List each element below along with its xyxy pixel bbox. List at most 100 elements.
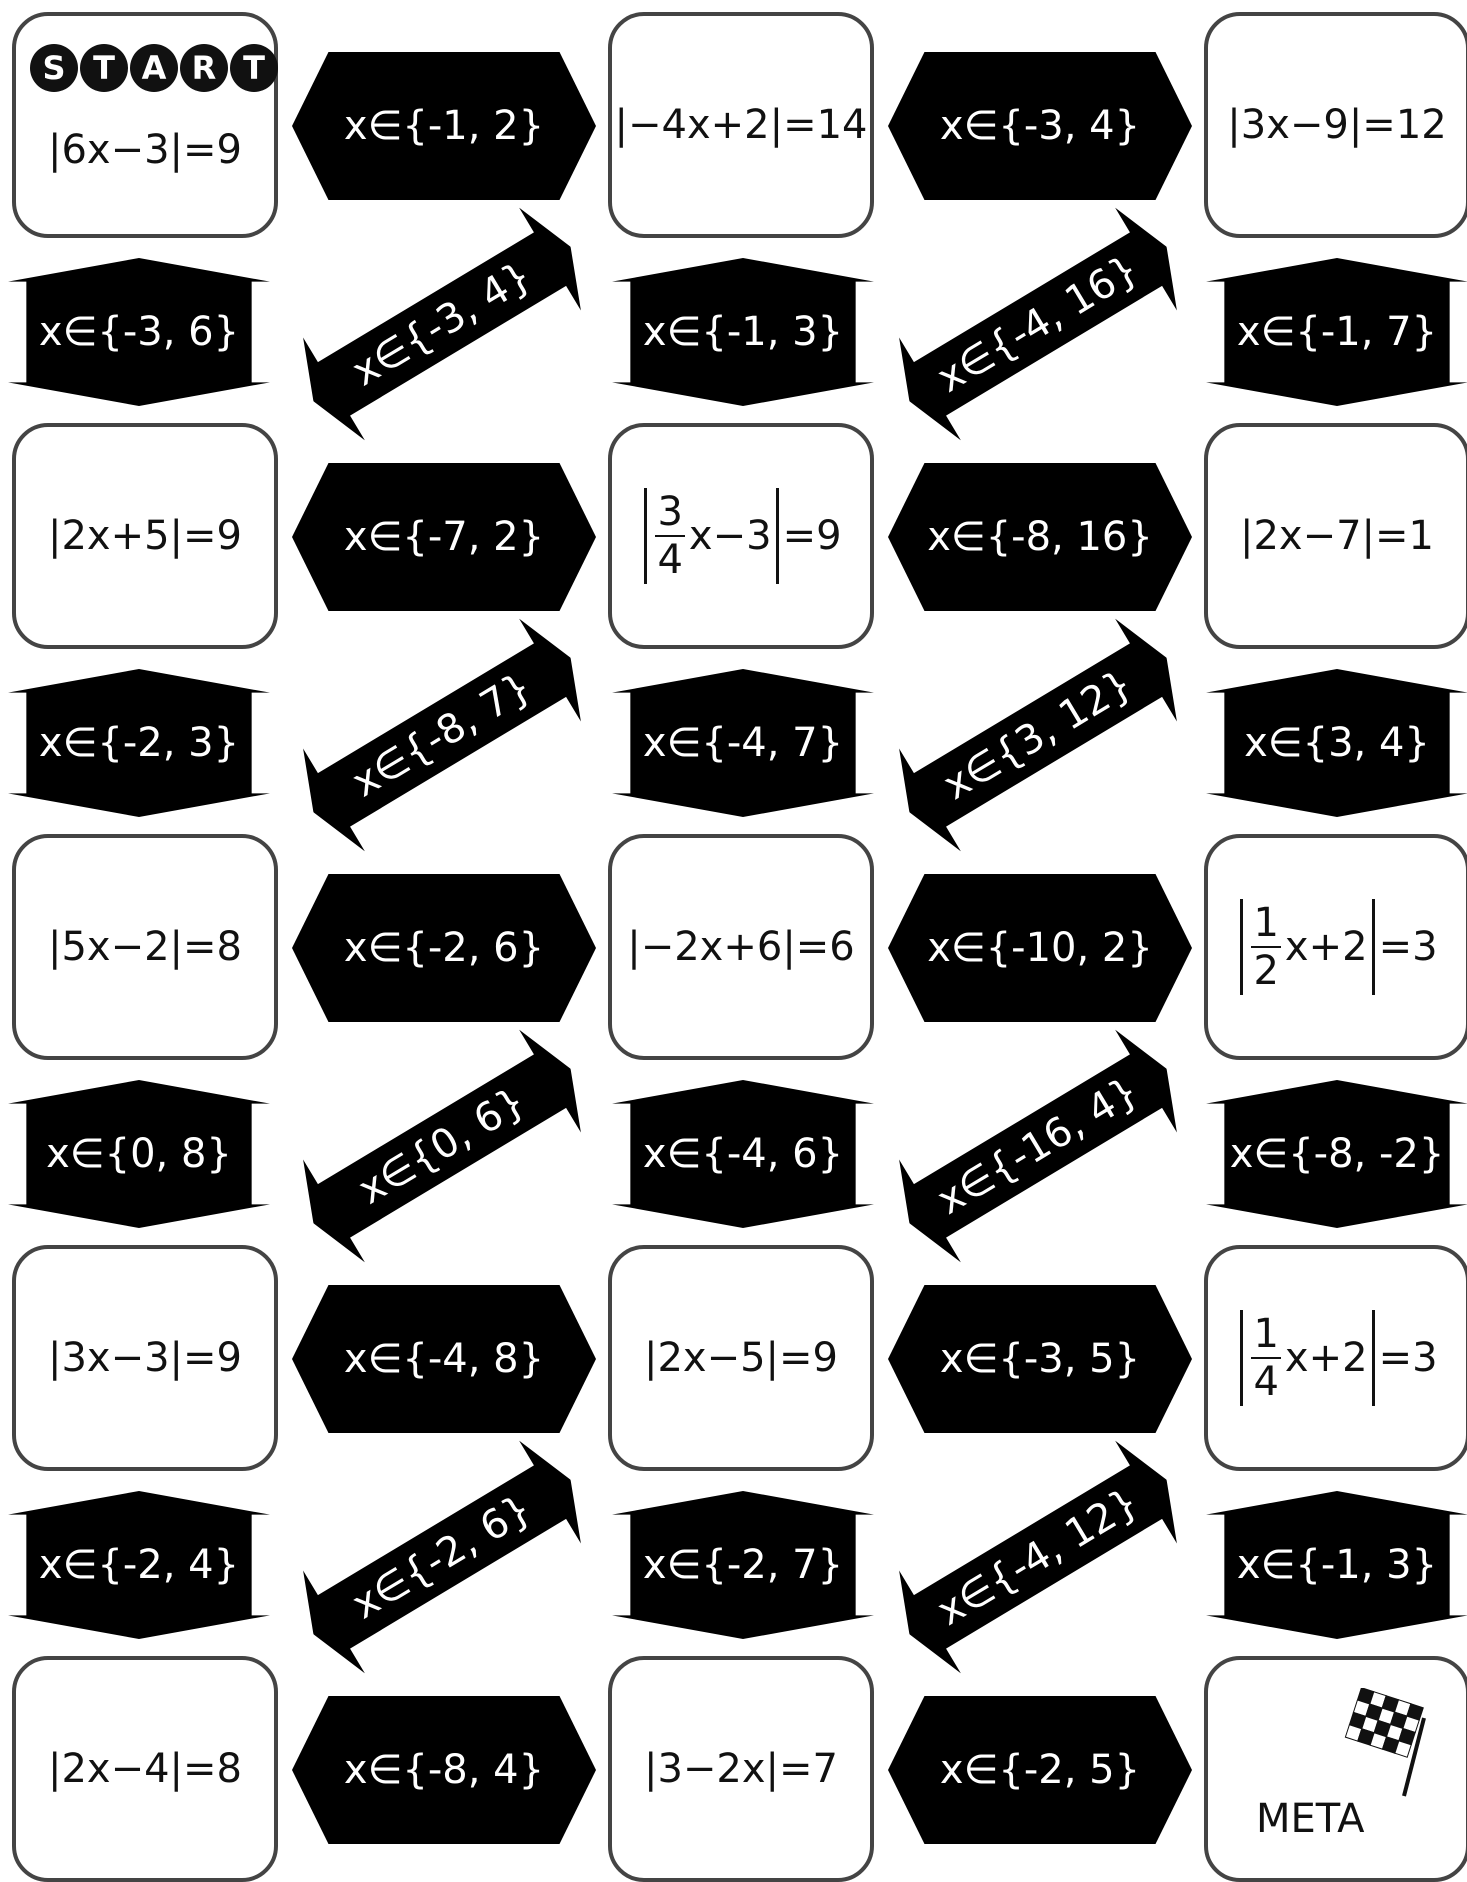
horizontal-arrow[interactable]: x∈{-2, 6} xyxy=(292,874,596,1022)
start-letter: T xyxy=(230,44,278,92)
equation-card[interactable]: |2x−4|=8 xyxy=(12,1656,278,1882)
arrow-label: x∈{-2, 5} xyxy=(939,1747,1141,1793)
absolute-bar xyxy=(1371,899,1375,995)
equation-card[interactable]: |3−2x|=7 xyxy=(608,1656,874,1882)
vertical-arrow[interactable]: x∈{-1, 3} xyxy=(1206,1491,1467,1639)
equation-text: |2x+5|=9 xyxy=(47,513,242,559)
absolute-bar xyxy=(644,488,648,584)
horizontal-arrow[interactable]: x∈{-8, 16} xyxy=(888,463,1192,611)
equation-card[interactable]: |−4x+2|=14 xyxy=(608,12,874,238)
vertical-arrow[interactable]: x∈{-2, 3} xyxy=(8,669,270,817)
equation-text: |−4x+2|=14 xyxy=(614,102,868,148)
arrow-label: x∈{-1, 3} xyxy=(642,309,844,355)
fraction-numerator: 1 xyxy=(1251,1311,1281,1359)
arrow-shape xyxy=(888,1285,1192,1433)
horizontal-arrow[interactable]: x∈{-3, 5} xyxy=(888,1285,1192,1433)
vertical-arrow[interactable]: x∈{-1, 3} xyxy=(612,258,874,406)
arrow-shape xyxy=(292,1285,596,1433)
equation-rest: x+2 xyxy=(1284,1335,1368,1381)
vertical-arrow[interactable]: x∈{0, 8} xyxy=(8,1080,270,1228)
equation-card[interactable]: |2x−7|=1 xyxy=(1204,423,1467,649)
diagonal-arrow[interactable]: x∈{-2, 6} xyxy=(283,1428,602,1685)
equation-card[interactable]: |2x+5|=9 xyxy=(12,423,278,649)
diagonal-arrow[interactable]: x∈{-16, 4} xyxy=(879,1017,1198,1274)
diagonal-arrow[interactable]: x∈{-4, 12} xyxy=(879,1428,1198,1685)
equation-text: |2x−7|=1 xyxy=(1239,513,1434,559)
arrow-shape xyxy=(292,874,596,1022)
start-letter: A xyxy=(130,44,178,92)
arrow-shape xyxy=(292,463,596,611)
diagonal-arrow[interactable]: x∈{0, 6} xyxy=(283,1017,602,1274)
equation-card[interactable]: |3x−3|=9 xyxy=(12,1245,278,1471)
equation-rest: x+2 xyxy=(1284,924,1368,970)
finish-card[interactable]: META xyxy=(1204,1656,1467,1882)
diagonal-arrow[interactable]: x∈{-4, 16} xyxy=(879,195,1198,452)
vertical-arrow[interactable]: x∈{-8, -2} xyxy=(1206,1080,1467,1228)
equation-rhs: =9 xyxy=(782,513,842,559)
vertical-arrow[interactable]: x∈{-2, 4} xyxy=(8,1491,270,1639)
arrow-label: x∈{-2, 4} xyxy=(38,1542,240,1588)
horizontal-arrow[interactable]: x∈{-7, 2} xyxy=(292,463,596,611)
vertical-arrow[interactable]: x∈{-4, 7} xyxy=(612,669,874,817)
equation-text: |3x−9|=12 xyxy=(1227,102,1447,148)
vertical-arrow[interactable]: x∈{-4, 6} xyxy=(612,1080,874,1228)
arrow-label: x∈{-1, 7} xyxy=(1236,309,1438,355)
arrow-shape xyxy=(612,1491,874,1639)
arrow-label: x∈{3, 4} xyxy=(1244,720,1430,766)
horizontal-arrow[interactable]: x∈{-1, 2} xyxy=(292,52,596,200)
arrow-shape xyxy=(612,258,874,406)
diagonal-arrow[interactable]: x∈{3, 12} xyxy=(879,606,1198,863)
arrow-label: x∈{-4, 16} xyxy=(929,246,1147,402)
diagonal-arrow[interactable]: x∈{-3, 4} xyxy=(283,195,602,452)
vertical-arrow[interactable]: x∈{-3, 6} xyxy=(8,258,270,406)
equation-rhs: =3 xyxy=(1378,924,1438,970)
arrow-shape xyxy=(612,669,874,817)
vertical-arrow[interactable]: x∈{3, 4} xyxy=(1206,669,1467,817)
arrow-label: x∈{-3, 4} xyxy=(939,103,1141,149)
horizontal-arrow[interactable]: x∈{-10, 2} xyxy=(888,874,1192,1022)
equation-text: |2x−4|=8 xyxy=(47,1746,242,1792)
arrow-label: x∈{-8, -2} xyxy=(1229,1131,1445,1177)
diagonal-arrow[interactable]: x∈{-8, 7} xyxy=(283,606,602,863)
horizontal-arrow[interactable]: x∈{-4, 8} xyxy=(292,1285,596,1433)
vertical-arrow[interactable]: x∈{-2, 7} xyxy=(612,1491,874,1639)
horizontal-arrow[interactable]: x∈{-2, 5} xyxy=(888,1696,1192,1844)
arrow-shape xyxy=(888,1696,1192,1844)
fraction-numerator: 3 xyxy=(655,489,685,537)
horizontal-arrow[interactable]: x∈{-8, 4} xyxy=(292,1696,596,1844)
equation-text: |3−2x|=7 xyxy=(643,1746,838,1792)
arrow-label: x∈{-8, 4} xyxy=(343,1747,545,1793)
equation-card[interactable]: |5x−2|=8 xyxy=(12,834,278,1060)
arrow-label: x∈{3, 12} xyxy=(935,660,1141,810)
equation-card[interactable]: |3x−9|=12 xyxy=(1204,12,1467,238)
equation-card[interactable]: |−2x+6|=6 xyxy=(608,834,874,1060)
arrow-label: x∈{-16, 4} xyxy=(929,1068,1147,1224)
arrow-shape xyxy=(1206,1491,1467,1639)
arrow-label: x∈{-8, 7} xyxy=(344,663,540,807)
start-letter: T xyxy=(80,44,128,92)
equation-card[interactable]: |2x−5|=9 xyxy=(608,1245,874,1471)
equation-text: |−2x+6|=6 xyxy=(627,924,855,970)
arrow-label: x∈{-1, 2} xyxy=(343,103,545,149)
absolute-bar xyxy=(1240,1310,1244,1406)
arrow-shape xyxy=(8,258,270,406)
arrow-label: x∈{-3, 5} xyxy=(939,1336,1141,1382)
arrow-label: x∈{-2, 6} xyxy=(344,1485,540,1629)
checkered-flag-icon xyxy=(1344,1688,1426,1797)
arrow-shape xyxy=(292,52,596,200)
vertical-arrow[interactable]: x∈{-1, 7} xyxy=(1206,258,1467,406)
arrow-label: x∈{-2, 3} xyxy=(38,720,240,766)
horizontal-arrow[interactable]: x∈{-3, 4} xyxy=(888,52,1192,200)
arrow-label: x∈{-2, 6} xyxy=(343,925,545,971)
fraction-denominator: 2 xyxy=(1253,948,1279,994)
